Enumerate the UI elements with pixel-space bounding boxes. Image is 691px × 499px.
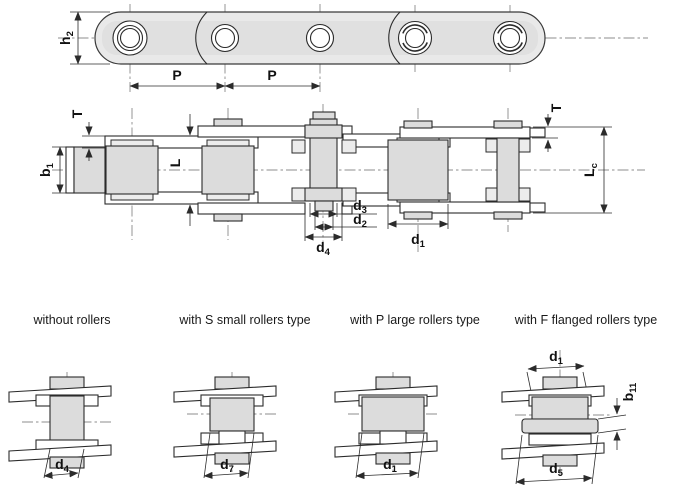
- pin-hole-3: [305, 23, 335, 53]
- dim-label-d4: d4: [316, 239, 331, 258]
- connecting-pin: [304, 111, 343, 212]
- pin-hole-2: [210, 23, 240, 53]
- side-view-dimensions: T b1 L d3 d2 d4 d1 T Lc: [37, 103, 612, 258]
- dim-label-d7-variant: d7: [220, 456, 234, 475]
- variant-caption-p-large: with P large rollers type: [349, 313, 480, 327]
- chain-top-view: [94, 11, 546, 65]
- dim-label-d1-side: d1: [411, 231, 426, 250]
- dim-label-t-left: T: [69, 109, 85, 118]
- pin-hole-5: [492, 20, 528, 56]
- dim-label-b11-variant: b11: [620, 382, 639, 401]
- dim-label-lc: Lc: [581, 163, 600, 177]
- dim-label-d3: d3: [353, 197, 367, 216]
- chain-side-view: [65, 111, 546, 222]
- dim-label-b1: b1: [37, 162, 56, 177]
- variant-p-large-rollers: d1: [334, 376, 438, 480]
- dim-label-d1-top-variant: d1: [549, 348, 564, 367]
- variant-caption-f-flanged: with F flanged rollers type: [514, 313, 657, 327]
- variant-caption-without-rollers: without rollers: [32, 313, 110, 327]
- dim-label-d1-variant: d1: [383, 456, 398, 475]
- variant-caption-s-small: with S small rollers type: [178, 313, 310, 327]
- variant-without-rollers: d4: [8, 376, 112, 479]
- dim-label-d5-variant: d5: [549, 460, 564, 479]
- dim-label-p-left: P: [172, 67, 181, 83]
- variant-s-small-rollers: d7: [173, 376, 277, 480]
- dim-label-d2: d2: [353, 211, 367, 230]
- dim-label-d4-variant: d4: [55, 456, 70, 475]
- dim-label-p-right: P: [267, 67, 276, 83]
- right-pin: [485, 120, 531, 220]
- top-view-dimensions: h2 P P: [57, 11, 321, 90]
- variant-f-flanged-rollers: d1 d5 b11: [501, 348, 639, 486]
- dim-label-l: L: [167, 158, 183, 167]
- dim-label-h2: h2: [57, 31, 76, 45]
- dim-label-t-right: T: [548, 103, 564, 112]
- pin-hole-4: [397, 20, 433, 56]
- pin-hole-1: [112, 20, 148, 56]
